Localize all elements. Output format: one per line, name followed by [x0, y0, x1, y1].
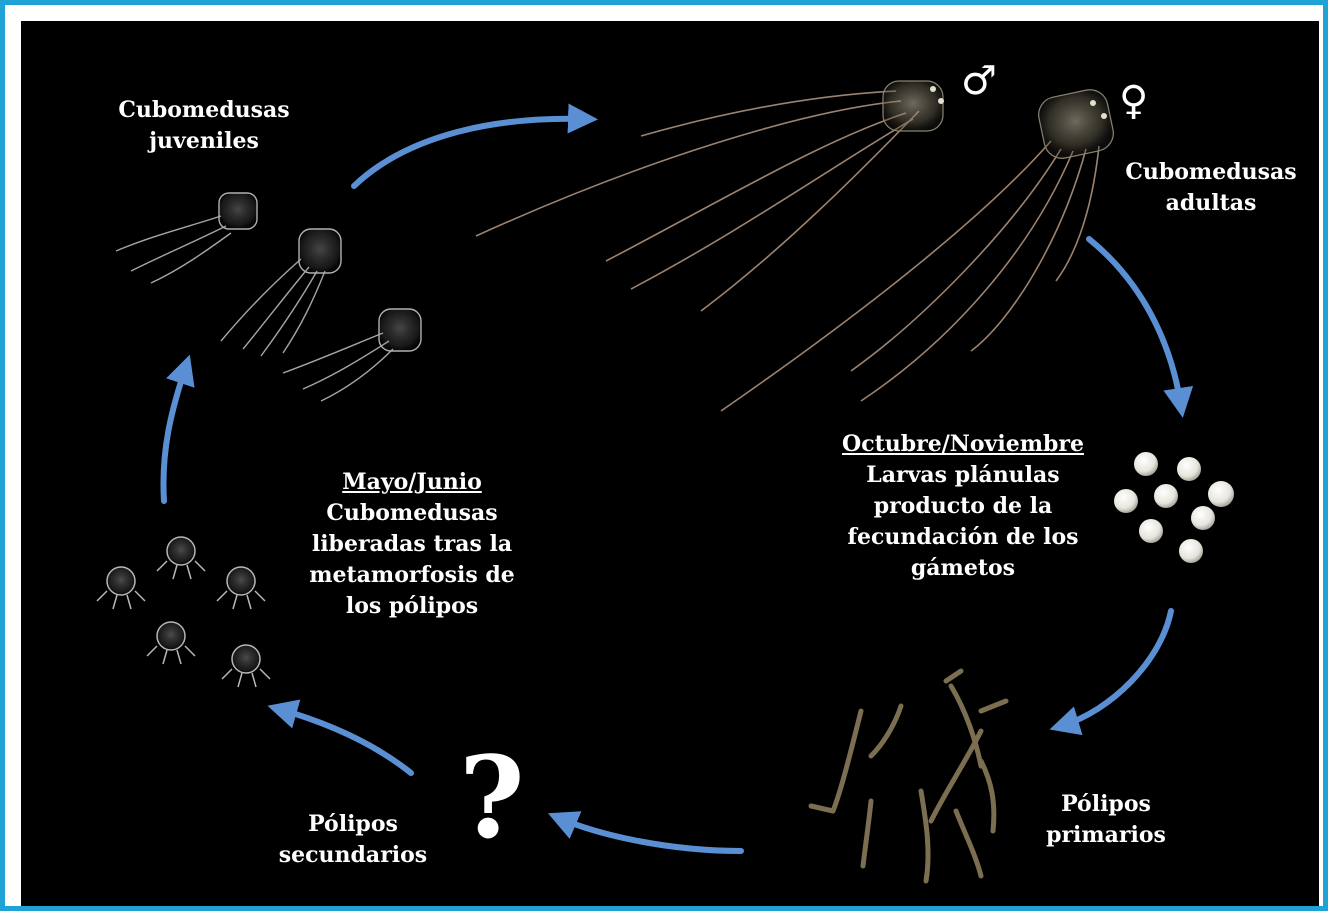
- label-juveniles-line-2: juveniles: [99, 126, 309, 157]
- label-primary-polyps-line-2: primarios: [1021, 820, 1191, 851]
- adult-male-jellyfish-image: [476, 81, 944, 311]
- female-symbol: ♀: [1119, 81, 1148, 121]
- label-primary-polyps-line-1: Pólipos: [1021, 789, 1191, 820]
- label-metamorphosis-line-3: metamorfosis de: [287, 560, 537, 591]
- label-metamorphosis-months: Mayo/Junio: [287, 467, 537, 498]
- label-juveniles-line-1: Cubomedusas: [99, 95, 309, 126]
- metamorphosing-polyps-image: [97, 537, 270, 687]
- label-planula-line-4: gámetos: [813, 553, 1113, 584]
- arrow-planula-to-polyps: [1061, 611, 1171, 726]
- arrow-juveniles-to-adults: [354, 119, 586, 186]
- primary-polyps-image: [811, 671, 1006, 881]
- planula-larvae-image: [1114, 452, 1234, 563]
- label-metamorphosis-line-1: Cubomedusas: [287, 498, 537, 529]
- unknown-stage-question-mark: ?: [459, 743, 525, 855]
- label-planula-line-3: fecundación de los: [813, 522, 1113, 553]
- juvenile-jellyfish-image: [116, 193, 421, 401]
- male-symbol: ♂: [961, 61, 997, 101]
- label-metamorphosis-line-2: liberadas tras la: [287, 529, 537, 560]
- label-planula: Octubre/Noviembre Larvas plánulas produc…: [813, 429, 1113, 584]
- label-planula-months: Octubre/Noviembre: [813, 429, 1113, 460]
- arrow-metamorphosis-to-juveniles: [163, 366, 186, 501]
- label-planula-line-1: Larvas plánulas: [813, 460, 1113, 491]
- label-adults: Cubomedusas adultas: [1109, 157, 1313, 219]
- label-adults-line-1: Cubomedusas: [1109, 157, 1313, 188]
- label-secondary-polyps-line-1: Pólipos: [261, 809, 445, 840]
- label-primary-polyps: Pólipos primarios: [1021, 789, 1191, 851]
- label-metamorphosis-line-4: los pólipos: [287, 591, 537, 622]
- arrow-primary-to-secondary: [559, 818, 741, 851]
- label-planula-line-2: producto de la: [813, 491, 1113, 522]
- label-adults-line-2: adultas: [1109, 188, 1313, 219]
- arrow-adults-to-planula: [1089, 239, 1181, 406]
- label-secondary-polyps-line-2: secundarios: [261, 840, 445, 871]
- label-metamorphosis: Mayo/Junio Cubomedusas liberadas tras la…: [287, 467, 537, 622]
- adult-female-jellyfish-image: [721, 86, 1117, 411]
- label-secondary-polyps: Pólipos secundarios: [261, 809, 445, 871]
- label-juveniles: Cubomedusas juveniles: [99, 95, 309, 157]
- life-cycle-diagram: ♂ ♀ Cubomedusas juveniles Cubomedusas ad…: [21, 21, 1319, 906]
- arrow-secondary-to-metamorphosis: [279, 709, 411, 773]
